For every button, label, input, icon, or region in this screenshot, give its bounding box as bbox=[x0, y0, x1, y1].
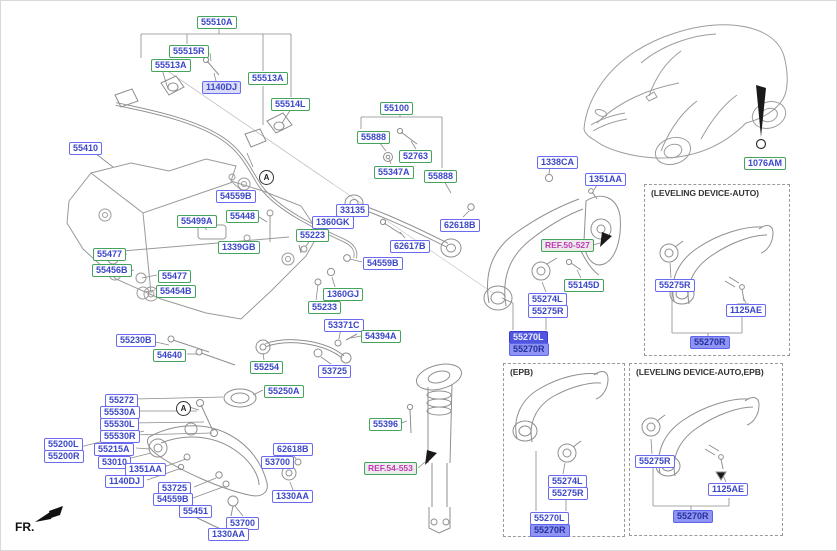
part-label-53371C[interactable]: 53371C bbox=[324, 319, 364, 332]
part-label-55215A[interactable]: 55215A bbox=[94, 443, 134, 456]
part-label-62618B[interactable]: 62618B bbox=[273, 443, 313, 456]
ref-arrow-icons bbox=[425, 232, 612, 465]
part-label-1076AM[interactable]: 1076AM bbox=[744, 157, 787, 170]
part-label-55270R[interactable]: 55270R bbox=[530, 524, 570, 537]
option-panel-title: (LEVELING DEVICE-AUTO) bbox=[651, 188, 759, 198]
part-label-1125AE[interactable]: 1125AE bbox=[726, 304, 767, 317]
part-label-62617B[interactable]: 62617B bbox=[390, 240, 430, 253]
part-label-REF.50-527[interactable]: REF.50-527 bbox=[541, 239, 594, 252]
part-label-55451[interactable]: 55451 bbox=[179, 505, 213, 518]
part-label-1140DJ[interactable]: 1140DJ bbox=[105, 475, 145, 488]
part-label-1125AE[interactable]: 1125AE bbox=[708, 483, 749, 496]
part-label-55200R[interactable]: 55200R bbox=[44, 450, 84, 463]
part-label-REF.54-553[interactable]: REF.54-553 bbox=[364, 462, 417, 475]
panel-arm-drawing-epb bbox=[512, 371, 609, 463]
part-label-55275R[interactable]: 55275R bbox=[655, 279, 695, 292]
part-label-54559B[interactable]: 54559B bbox=[153, 493, 193, 506]
option-panel-title: (LEVELING DEVICE-AUTO,EPB) bbox=[636, 367, 764, 377]
part-label-1360GK[interactable]: 1360GK bbox=[312, 216, 354, 229]
part-label-55100[interactable]: 55100 bbox=[380, 102, 414, 115]
trailing-arm-drawing bbox=[483, 173, 621, 311]
part-label-55145D[interactable]: 55145D bbox=[564, 279, 604, 292]
fr-direction-label: FR. bbox=[15, 520, 35, 534]
part-label-55888[interactable]: 55888 bbox=[357, 131, 391, 144]
part-label-55514L[interactable]: 55514L bbox=[271, 98, 310, 111]
stabilizer-bar-drawing bbox=[114, 56, 358, 259]
part-label-1351AA[interactable]: 1351AA bbox=[585, 173, 627, 186]
part-label-55270R[interactable]: 55270R bbox=[509, 343, 549, 356]
part-label-1351AA[interactable]: 1351AA bbox=[125, 463, 167, 476]
part-label-55477[interactable]: 55477 bbox=[93, 248, 127, 261]
part-label-55448[interactable]: 55448 bbox=[226, 210, 260, 223]
part-label-55456B[interactable]: 55456B bbox=[92, 264, 132, 277]
part-label-55275R[interactable]: 55275R bbox=[528, 305, 568, 318]
part-label-53010[interactable]: 53010 bbox=[98, 456, 132, 469]
part-label-54640[interactable]: 54640 bbox=[153, 349, 187, 362]
part-label-62618B[interactable]: 62618B bbox=[440, 219, 480, 232]
part-label-1338CA[interactable]: 1338CA bbox=[537, 156, 579, 169]
part-label-55410[interactable]: 55410 bbox=[69, 142, 103, 155]
part-label-1360GJ[interactable]: 1360GJ bbox=[323, 288, 364, 301]
option-panel: (EPB) bbox=[503, 363, 625, 537]
part-label-55270R[interactable]: 55270R bbox=[690, 336, 730, 349]
part-label-53700[interactable]: 53700 bbox=[261, 456, 295, 469]
part-label-55270L[interactable]: 55270L bbox=[530, 512, 569, 525]
part-label-55477[interactable]: 55477 bbox=[158, 270, 192, 283]
part-label-55223[interactable]: 55223 bbox=[296, 229, 330, 242]
part-label-55230B[interactable]: 55230B bbox=[116, 334, 156, 347]
part-label-53725[interactable]: 53725 bbox=[318, 365, 352, 378]
part-label-55513A[interactable]: 55513A bbox=[151, 59, 191, 72]
part-label-55270R[interactable]: 55270R bbox=[673, 510, 713, 523]
assist-arm-drawing bbox=[167, 335, 352, 408]
part-label-1339GB[interactable]: 1339GB bbox=[218, 241, 260, 254]
part-label-55275R[interactable]: 55275R bbox=[548, 487, 588, 500]
part-label-55254[interactable]: 55254 bbox=[250, 361, 284, 374]
car-drawing bbox=[583, 24, 788, 166]
part-label-55347A[interactable]: 55347A bbox=[374, 166, 414, 179]
part-label-1330AA[interactable]: 1330AA bbox=[272, 490, 314, 503]
part-label-55499A[interactable]: 55499A bbox=[177, 215, 217, 228]
shock-absorber-drawing bbox=[406, 363, 463, 534]
circled-a-marker: A bbox=[176, 401, 191, 416]
pointer-arrow bbox=[755, 85, 767, 150]
circled-a-marker: A bbox=[259, 170, 274, 185]
option-panel: (LEVELING DEVICE-AUTO) bbox=[644, 184, 790, 356]
part-label-54559B[interactable]: 54559B bbox=[363, 257, 403, 270]
part-label-55513A[interactable]: 55513A bbox=[248, 72, 288, 85]
part-label-55396[interactable]: 55396 bbox=[369, 418, 403, 431]
part-label-1330AA[interactable]: 1330AA bbox=[208, 528, 250, 541]
part-label-52763[interactable]: 52763 bbox=[399, 150, 433, 163]
part-label-54559B[interactable]: 54559B bbox=[216, 190, 256, 203]
part-label-54394A[interactable]: 54394A bbox=[361, 330, 401, 343]
option-panel: (LEVELING DEVICE-AUTO,EPB) bbox=[629, 363, 783, 536]
part-label-55233[interactable]: 55233 bbox=[308, 301, 342, 314]
part-label-55250A[interactable]: 55250A bbox=[264, 385, 304, 398]
part-label-55888[interactable]: 55888 bbox=[424, 170, 458, 183]
fr-arrow-icon bbox=[35, 506, 63, 522]
part-label-55454B[interactable]: 55454B bbox=[156, 285, 196, 298]
part-label-55510A[interactable]: 55510A bbox=[197, 16, 237, 29]
option-panel-title: (EPB) bbox=[510, 367, 533, 377]
lower-arm-drawing bbox=[146, 399, 302, 534]
part-label-55275R[interactable]: 55275R bbox=[635, 455, 675, 468]
part-label-55530R[interactable]: 55530R bbox=[100, 430, 140, 443]
part-label-1140DJ[interactable]: 1140DJ bbox=[202, 81, 242, 94]
part-label-55515R[interactable]: 55515R bbox=[169, 45, 209, 58]
